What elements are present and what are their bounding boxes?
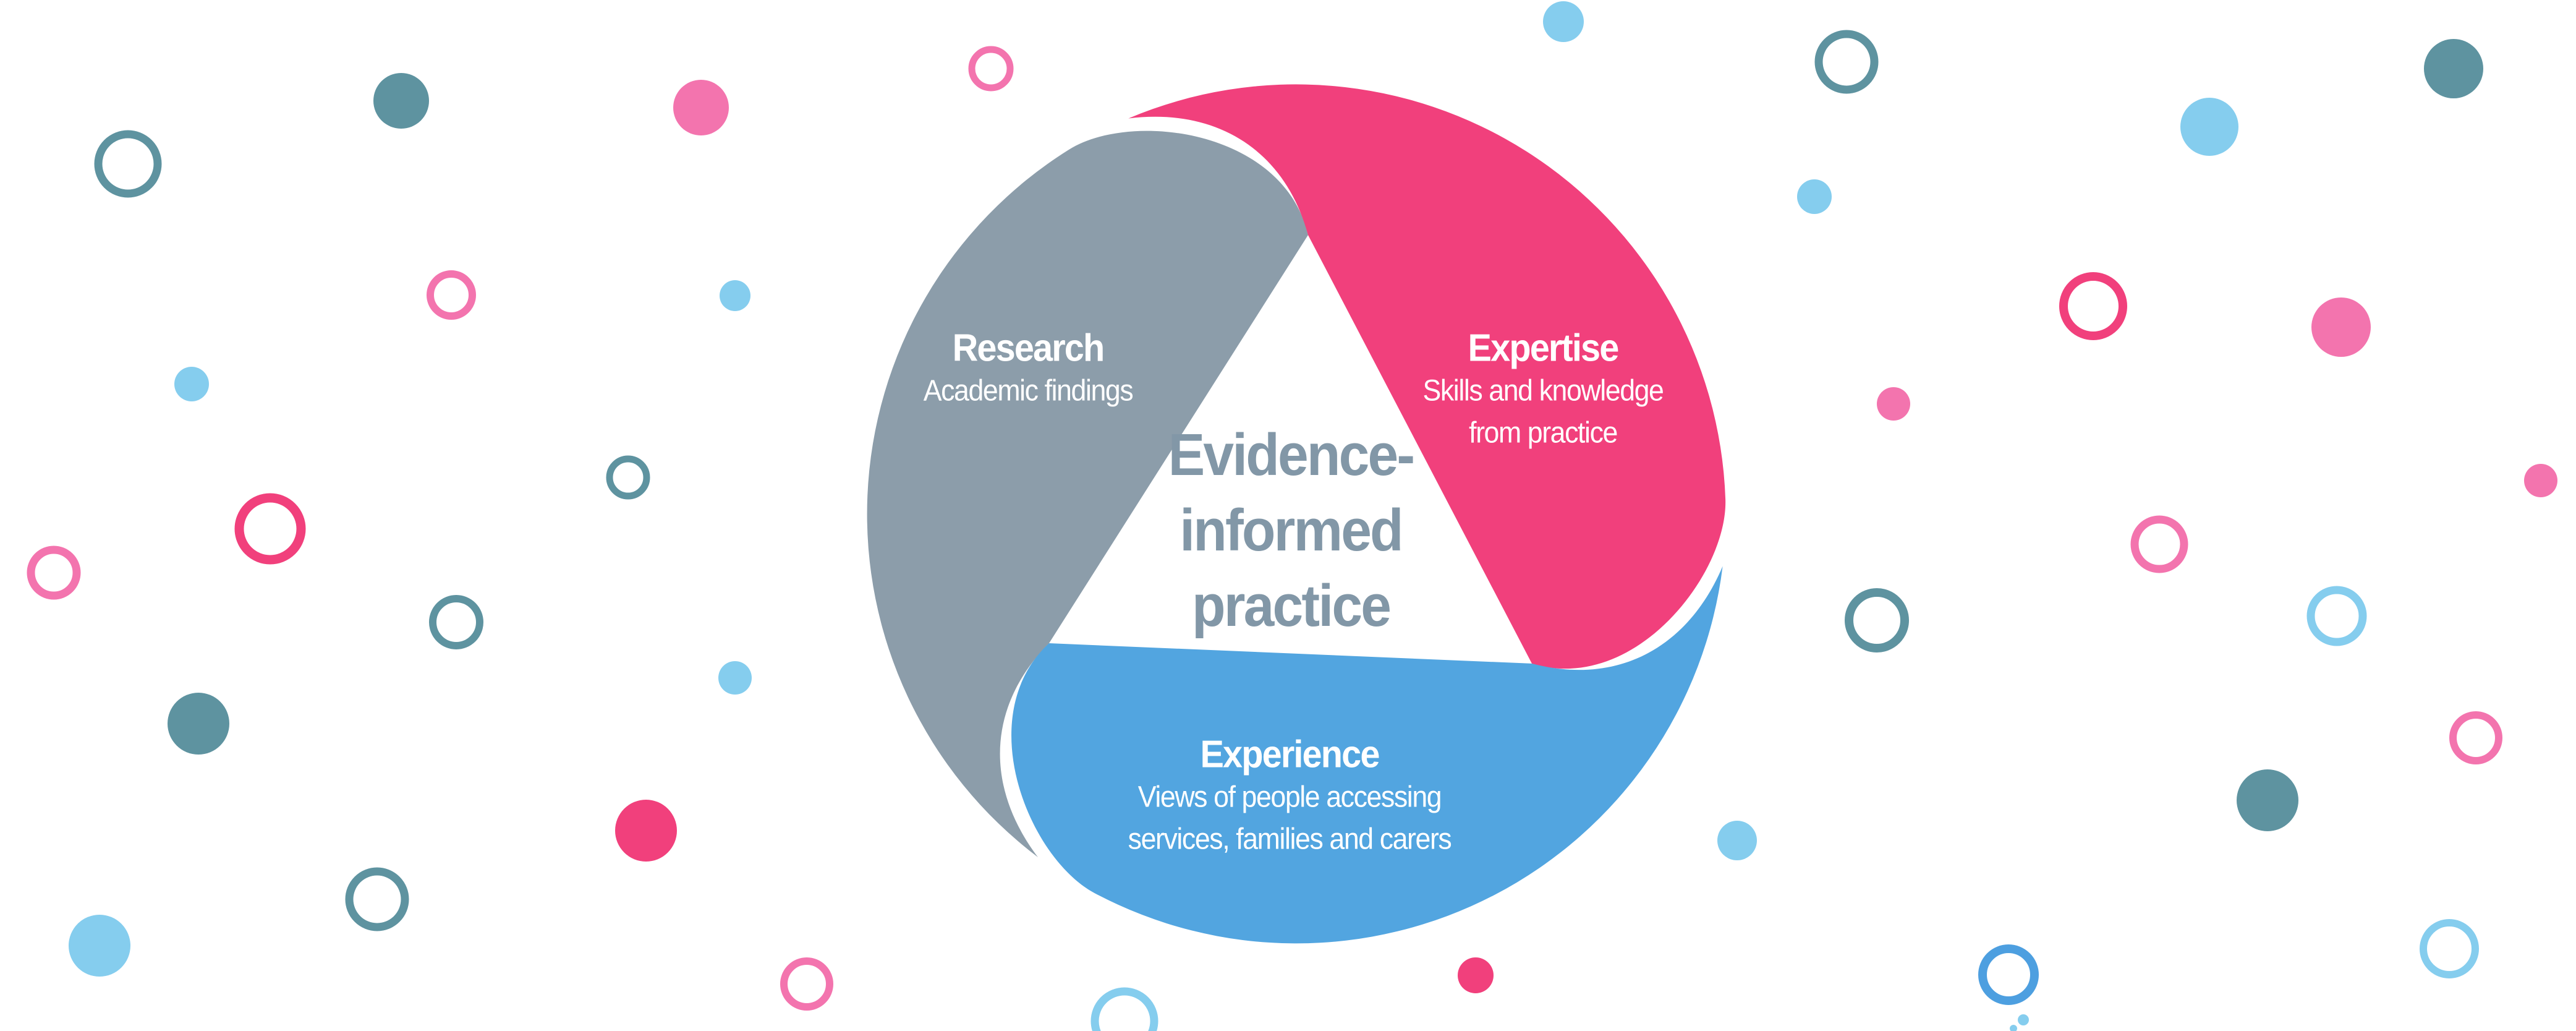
decorative-dot	[2237, 769, 2298, 831]
decorative-dot	[427, 270, 476, 320]
research-label-block: Research Academic findings	[923, 327, 1134, 413]
decorative-dot	[2311, 297, 2371, 357]
decorative-dot	[429, 595, 483, 649]
decorative-dot	[2180, 98, 2238, 156]
expertise-description-line-2: from practice	[1469, 416, 1618, 450]
decorative-dot	[2018, 1014, 2029, 1025]
decorative-dot	[234, 493, 306, 565]
decorative-dot	[1877, 387, 1910, 421]
decorative-dot	[1797, 179, 1832, 214]
decorative-dot	[2010, 1025, 2017, 1031]
expertise-label: Expertise	[1468, 327, 1620, 370]
research-label: Research	[952, 327, 1105, 370]
decorative-dot	[1090, 987, 1158, 1031]
decorative-dot	[2424, 39, 2483, 98]
decorative-dot	[2059, 272, 2127, 340]
decorative-dot	[780, 957, 833, 1011]
experience-description-line-2: services, families and carers	[1128, 823, 1452, 856]
experience-label: Experience	[1200, 733, 1380, 776]
expertise-label-block: Expertise Skills and knowledge from prac…	[1423, 327, 1664, 455]
decorative-dot	[615, 800, 677, 862]
research-description: Academic findings	[923, 374, 1134, 408]
decorative-dot	[1458, 957, 1494, 993]
diagram-title-line-1: Evidence-	[1168, 422, 1415, 488]
decorative-dot	[373, 73, 429, 129]
decorative-dot	[1978, 944, 2039, 1005]
experience-description-line-1: Views of people accessing	[1137, 781, 1442, 814]
diagram-title-line-2: informed	[1180, 497, 1403, 563]
decorative-dot	[968, 46, 1014, 92]
decorative-dot	[94, 130, 162, 198]
diagram-title-line-3: practice	[1191, 573, 1392, 639]
decorative-dot	[2420, 919, 2479, 978]
decorative-dot	[168, 693, 229, 755]
decorative-dots-layer	[27, 1, 2557, 1031]
diagram-title: Evidence- informed practice	[1168, 417, 1415, 644]
decorative-dot	[1845, 588, 1909, 652]
decorative-dot	[1717, 821, 1757, 860]
expertise-description-line-1: Skills and knowledge	[1422, 374, 1664, 408]
decorative-dot	[2130, 515, 2188, 573]
decorative-dot	[2449, 711, 2502, 764]
decorative-dot	[673, 80, 729, 135]
decorative-dot	[1814, 30, 1879, 94]
decorative-dot	[2306, 586, 2367, 646]
experience-label-block: Experience Views of people accessing ser…	[1128, 733, 1452, 861]
decorative-dot	[718, 661, 752, 695]
decorative-dot	[69, 915, 130, 977]
decorative-dot	[2524, 464, 2557, 497]
decorative-dot	[1543, 1, 1584, 42]
decorative-dot	[720, 280, 750, 311]
decorative-dot	[345, 867, 409, 931]
decorative-dot	[174, 367, 209, 401]
decorative-dot	[27, 545, 81, 600]
decorative-dot	[606, 455, 650, 500]
